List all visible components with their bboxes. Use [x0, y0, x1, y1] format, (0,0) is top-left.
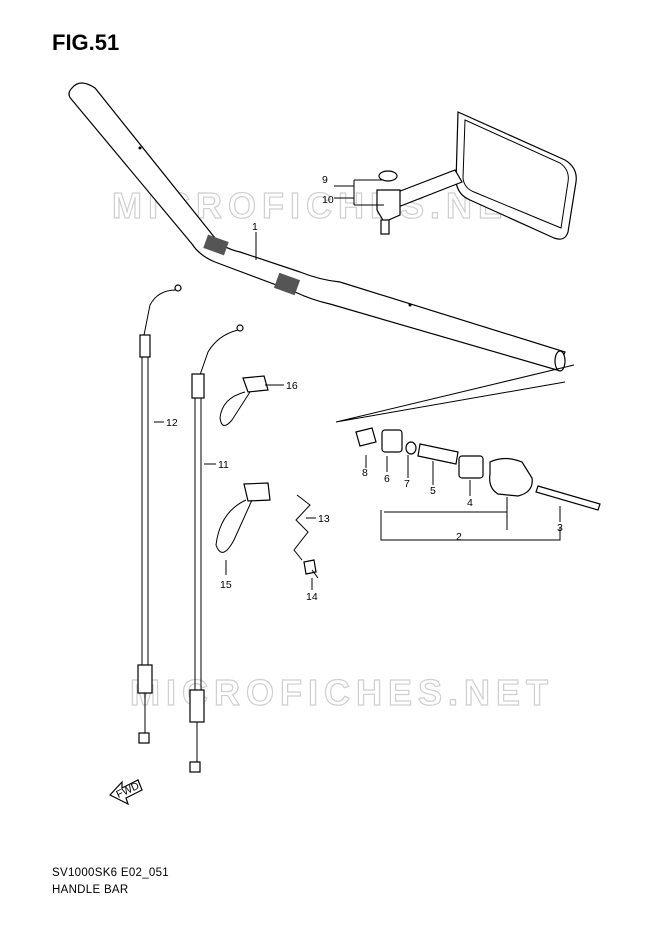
callout-13: 13 — [318, 513, 330, 525]
throttle-cable-11 — [189, 324, 244, 773]
callout-9: 9 — [322, 174, 328, 186]
grip-knurl-2 — [273, 272, 301, 296]
clip-13 — [293, 494, 311, 561]
callout-14: 14 — [306, 591, 318, 603]
callout-5: 5 — [430, 485, 436, 497]
callout-16: 16 — [286, 380, 298, 392]
callout-2: 2 — [456, 531, 462, 543]
figure-title: FIG.51 — [52, 30, 120, 55]
callout-11: 11 — [218, 459, 229, 471]
callout-6: 6 — [384, 473, 390, 485]
callout-8: 8 — [362, 467, 368, 479]
clamp-15 — [215, 482, 271, 553]
leader-lines — [154, 179, 575, 590]
callout-4: 4 — [467, 497, 473, 509]
bolt-14 — [303, 559, 319, 579]
callout-3: 3 — [557, 522, 563, 534]
grip-knurl-1 — [203, 234, 229, 256]
mirror-assembly — [376, 111, 577, 240]
fwd-text: FWD — [114, 780, 141, 801]
callout-12: 12 — [166, 417, 178, 429]
callout-15: 15 — [220, 579, 232, 591]
callout-10: 10 — [322, 194, 334, 206]
bar-end-parts — [355, 427, 601, 511]
footer-code: SV1000SK6 E02_051 — [52, 867, 170, 879]
fwd-arrow: FWD — [109, 779, 143, 806]
callout-1: 1 — [252, 221, 258, 233]
footer-name: HANDLE BAR — [52, 884, 129, 896]
throttle-cable-12 — [137, 284, 182, 744]
callout-7: 7 — [404, 478, 410, 490]
clamp-16 — [219, 375, 269, 426]
handle-bar — [68, 82, 566, 372]
